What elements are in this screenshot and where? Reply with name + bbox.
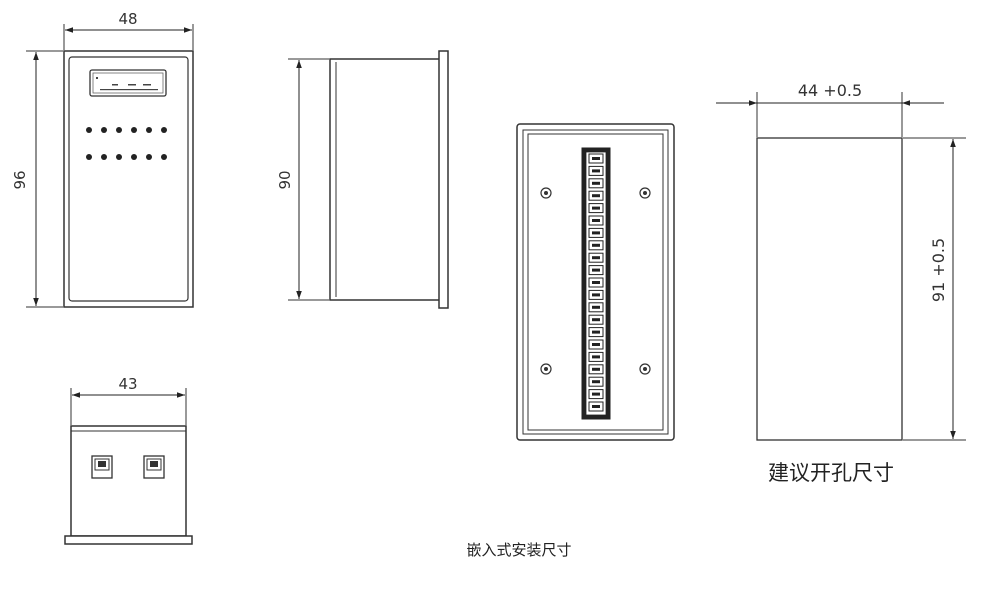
terminal-slot <box>588 277 604 288</box>
terminal-screw <box>592 206 600 210</box>
port-right <box>143 455 165 479</box>
rear-panel <box>527 133 664 431</box>
terminal-screw <box>592 243 600 247</box>
terminal-slot <box>588 314 604 325</box>
dim-front-height: 96 <box>11 50 63 308</box>
terminal-slot <box>588 327 604 338</box>
terminal-screw <box>592 293 600 297</box>
terminal-slot <box>588 252 604 263</box>
terminal-screw <box>592 343 600 346</box>
terminal-screw <box>592 157 600 160</box>
terminal-slot <box>588 165 604 176</box>
terminal-slot <box>588 215 604 226</box>
terminal-screw <box>592 256 600 260</box>
terminal-slot <box>588 339 604 350</box>
rear-inner <box>522 129 669 435</box>
terminal-screw <box>592 268 600 272</box>
bottom-view: 43 <box>64 375 193 545</box>
side-body <box>329 58 443 301</box>
terminal-screw <box>592 231 600 235</box>
caption-cutout: 建议开孔尺寸 <box>768 461 894 485</box>
terminal-screw <box>592 305 600 309</box>
front-face <box>68 56 189 302</box>
terminal-screw <box>592 181 600 185</box>
front-bezel <box>63 50 194 308</box>
port-left <box>91 455 113 479</box>
rear-view <box>516 123 675 441</box>
terminal-slot <box>588 203 604 214</box>
terminal-slot <box>588 364 604 375</box>
terminal-slot <box>588 227 604 238</box>
terminal-block <box>581 147 611 420</box>
cutout-rect <box>756 137 903 441</box>
dim-label-bottom-width: 43 <box>118 375 137 393</box>
side-view: 90 <box>276 50 449 309</box>
terminals <box>588 153 604 412</box>
dim-label-cutout-width: 44 +0.5 <box>798 81 862 100</box>
dim-label-cutout-height: 91 +0.5 <box>929 238 948 302</box>
dim-label-side-depth: 90 <box>276 170 294 189</box>
terminal-screw <box>592 194 600 198</box>
bottom-body <box>70 425 187 537</box>
terminal-screw <box>592 318 600 322</box>
dim-label-front-width: 48 <box>118 10 137 28</box>
dim-side-depth: 90 <box>276 58 329 301</box>
terminal-screw <box>592 367 600 371</box>
terminal-slot <box>588 289 604 300</box>
front-view: 48 96 <box>11 10 194 308</box>
indicator-leds <box>86 127 167 160</box>
display-segments <box>96 77 158 91</box>
terminal-screw <box>592 219 600 222</box>
terminal-screw <box>592 355 600 359</box>
dim-bottom-width: 43 <box>70 375 187 425</box>
side-flange <box>438 50 449 309</box>
terminal-screw <box>592 392 600 396</box>
display-inner <box>92 72 164 94</box>
terminal-slot <box>588 265 604 276</box>
terminal-slot <box>588 240 604 251</box>
dim-cutout-width: 44 +0.5 <box>716 81 944 137</box>
terminal-slot <box>588 389 604 400</box>
terminal-screw <box>592 281 600 284</box>
terminal-slot <box>588 401 604 412</box>
terminal-screw <box>592 169 600 173</box>
dim-front-width: 48 <box>63 10 194 50</box>
dim-label-front-height: 96 <box>11 170 29 189</box>
terminal-screw <box>592 380 600 384</box>
mounting-holes <box>540 187 651 375</box>
bottom-flange <box>64 535 193 545</box>
rear-outer <box>516 123 675 441</box>
terminal-slot <box>588 153 604 164</box>
terminal-slot <box>588 190 604 201</box>
terminal-slot <box>588 302 604 313</box>
caption-main: 嵌入式安装尺寸 <box>466 541 571 559</box>
terminal-screw <box>592 330 600 334</box>
display-window <box>89 69 167 97</box>
terminal-screw <box>592 405 600 408</box>
cutout-view: 44 +0.5 91 +0.5 <box>716 81 966 441</box>
terminal-slot <box>588 376 604 387</box>
terminal-slot <box>588 178 604 189</box>
dim-cutout-height: 91 +0.5 <box>903 137 966 441</box>
terminal-slot <box>588 351 604 362</box>
